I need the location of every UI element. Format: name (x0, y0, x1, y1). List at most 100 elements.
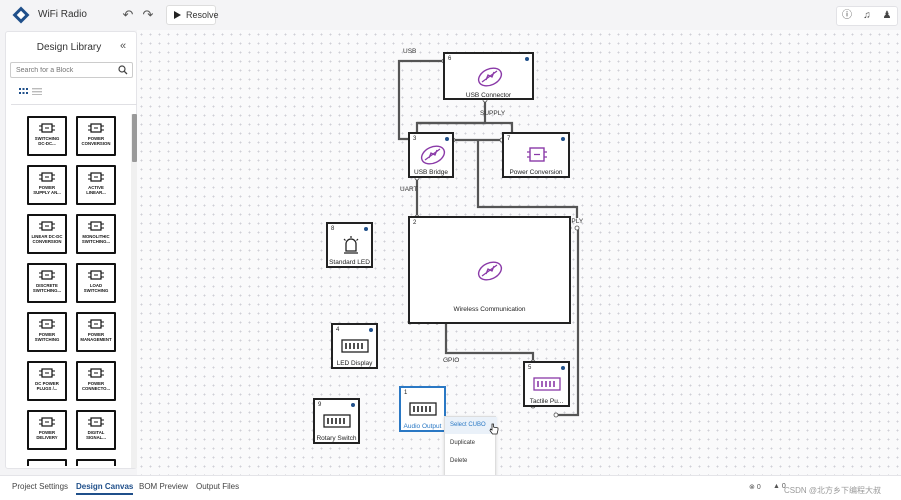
block-chip-icon (88, 123, 104, 133)
app-logo-icon[interactable] (12, 6, 30, 24)
list-view-icon[interactable] (32, 88, 42, 95)
bottom-tab-bar: Project Settings Design Canvas BOM Previ… (0, 475, 901, 500)
bell-icon[interactable]: ♫ (863, 10, 871, 21)
menu-item-duplicate[interactable]: Duplicate (450, 440, 476, 446)
component-label: Power Conversion (509, 169, 563, 176)
component-power-conversion[interactable]: 7 Power Conversion (502, 132, 570, 178)
block-chip-icon (39, 221, 55, 231)
block-chip-icon (39, 417, 55, 427)
switch-icon (323, 414, 351, 428)
resolve-label: Resolve (186, 10, 219, 20)
component-status-dot (351, 403, 355, 407)
search-icon[interactable] (118, 65, 128, 75)
component-label: Wireless Communication (453, 306, 526, 313)
top-right-toolbar: ⓘ ♫ ♟ (836, 6, 898, 26)
component-number: 3 (413, 136, 417, 142)
scrollbar-track[interactable] (131, 114, 137, 468)
block-label-line: DC-DC... (38, 141, 56, 146)
usb-icon (420, 145, 446, 165)
net-label-supply: SUPPLY (480, 110, 506, 117)
component-wireless-communication[interactable]: 2 Wireless Communication (408, 216, 571, 324)
block-label-line: SWITCHING... (32, 288, 62, 293)
block-label-line: LINEAR... (86, 190, 106, 195)
block-label-line: SWITCHING (83, 288, 109, 293)
user-icon[interactable]: ♟ (882, 10, 892, 21)
help-icon[interactable]: ⓘ (842, 10, 852, 21)
block-label-line: DC POWER (35, 381, 59, 386)
tab-design-canvas[interactable]: Design Canvas (76, 482, 134, 495)
design-library-panel: Design Library « SWITCHINGDC-DC...POWERC… (5, 31, 137, 469)
component-standard-led[interactable]: 8 Standard LED (326, 222, 373, 268)
led-icon (343, 236, 359, 254)
component-tactile-push[interactable]: 5 Tactile Pu... (523, 361, 570, 407)
component-number: 2 (413, 220, 417, 226)
block-label-line: POWER (38, 185, 56, 190)
block-label-line: MONOLITHIC (82, 234, 110, 239)
search-input[interactable] (16, 63, 116, 78)
block-label-line: CONVERSION (81, 141, 111, 146)
component-number: 7 (507, 136, 511, 142)
component-led-display[interactable]: 4 LED Display (331, 323, 378, 369)
component-number: 5 (528, 365, 532, 371)
project-title[interactable]: WiFi Radio (38, 9, 87, 20)
component-label: Standard LED (329, 259, 370, 266)
component-label: Audio Output (403, 423, 442, 430)
undo-icon[interactable]: ↶ (122, 7, 134, 22)
component-rotary-switch[interactable]: 9 Rotary Switch (313, 398, 360, 444)
block-chip-icon (39, 319, 55, 329)
component-status-dot (561, 137, 565, 141)
component-usb-bridge[interactable]: 3 USB Bridge (408, 132, 454, 178)
block-chip-icon (88, 221, 104, 231)
menu-item-delete[interactable]: Delete (450, 458, 468, 464)
library-block[interactable] (76, 459, 116, 466)
component-label: USB Bridge (414, 169, 448, 176)
error-count-value: 0 (756, 484, 761, 491)
library-block[interactable] (27, 459, 67, 466)
tab-project-settings[interactable]: Project Settings (12, 482, 69, 491)
tab-output-files[interactable]: Output Files (196, 482, 240, 491)
scrollbar-thumb[interactable] (132, 114, 137, 162)
component-usb-connector[interactable]: 6 USB Connector (443, 52, 534, 100)
component-number: 9 (318, 402, 322, 408)
component-audio-output[interactable]: 1 Audio Output (399, 386, 446, 432)
tab-bom-preview[interactable]: BOM Preview (139, 482, 188, 491)
menu-item-select[interactable]: Select CUBO (445, 417, 497, 434)
component-number: 8 (331, 226, 335, 232)
component-status-dot (525, 57, 529, 61)
component-number: 4 (336, 327, 340, 333)
grid-view-icon[interactable] (19, 88, 28, 95)
component-status-dot (364, 227, 368, 231)
block-chip-icon (39, 123, 55, 133)
resolve-button[interactable]: Resolve (166, 5, 219, 25)
component-label: USB Connector (465, 92, 512, 99)
block-label-line: DISCRETE (36, 283, 58, 288)
block-search[interactable] (10, 62, 133, 78)
redo-icon[interactable]: ↷ (142, 7, 154, 22)
power-chip-icon (527, 147, 547, 162)
collapse-panel-icon[interactable]: « (120, 40, 127, 52)
divider (11, 104, 137, 105)
block-chip-icon (88, 172, 104, 182)
